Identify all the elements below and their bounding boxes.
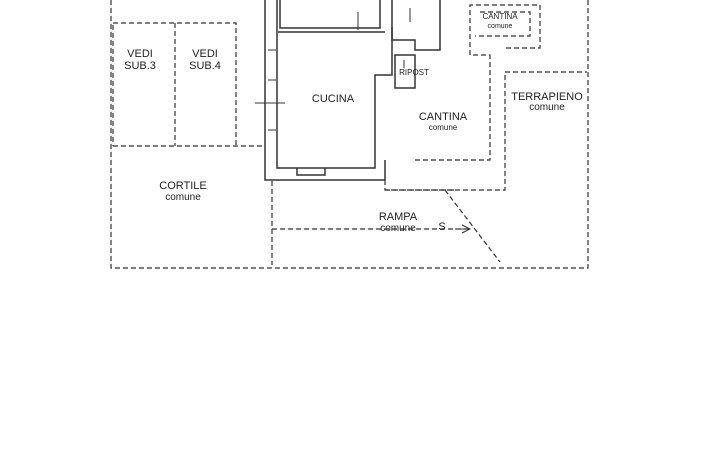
label-line: SUB.4 bbox=[189, 60, 221, 72]
room-name: CANTINA bbox=[418, 111, 468, 123]
room-name: CORTILE bbox=[159, 180, 207, 192]
room-name: RAMPA bbox=[378, 211, 418, 223]
room-note: comune bbox=[380, 223, 416, 234]
dashed-boundaries bbox=[110, 0, 589, 269]
ramp-arrow bbox=[455, 224, 472, 234]
room-note: comune bbox=[487, 23, 513, 30]
room-label-rampa: RAMPA comune bbox=[379, 211, 417, 235]
room-label-vedi-sub3: VEDI SUB.3 bbox=[124, 48, 156, 72]
room-label-terrapieno: TERRAPIENO comune bbox=[511, 91, 583, 113]
room-label-cucina: CUCINA bbox=[311, 93, 355, 105]
wall-openings bbox=[255, 8, 411, 131]
room-label-cortile: CORTILE comune bbox=[159, 180, 206, 204]
label-line: SUB.3 bbox=[124, 60, 156, 72]
ramp-direction-label: S bbox=[438, 221, 446, 233]
walls bbox=[264, 0, 441, 181]
room-label-cantina: CANTINA comune bbox=[419, 111, 467, 132]
room-label-ripost: RIPOST bbox=[399, 68, 429, 77]
room-name: TERRAPIENO bbox=[511, 91, 583, 103]
room-note: comune bbox=[165, 192, 201, 203]
label-line: VEDI bbox=[127, 48, 153, 60]
room-note: comune bbox=[428, 123, 458, 132]
room-label-vedi-sub4: VEDI SUB.4 bbox=[189, 48, 221, 72]
label-line: VEDI bbox=[192, 48, 218, 60]
room-note: comune bbox=[529, 102, 565, 113]
room-label-cantina-small: CANTINA comune bbox=[482, 12, 517, 33]
room-name: CANTINA bbox=[482, 12, 518, 21]
